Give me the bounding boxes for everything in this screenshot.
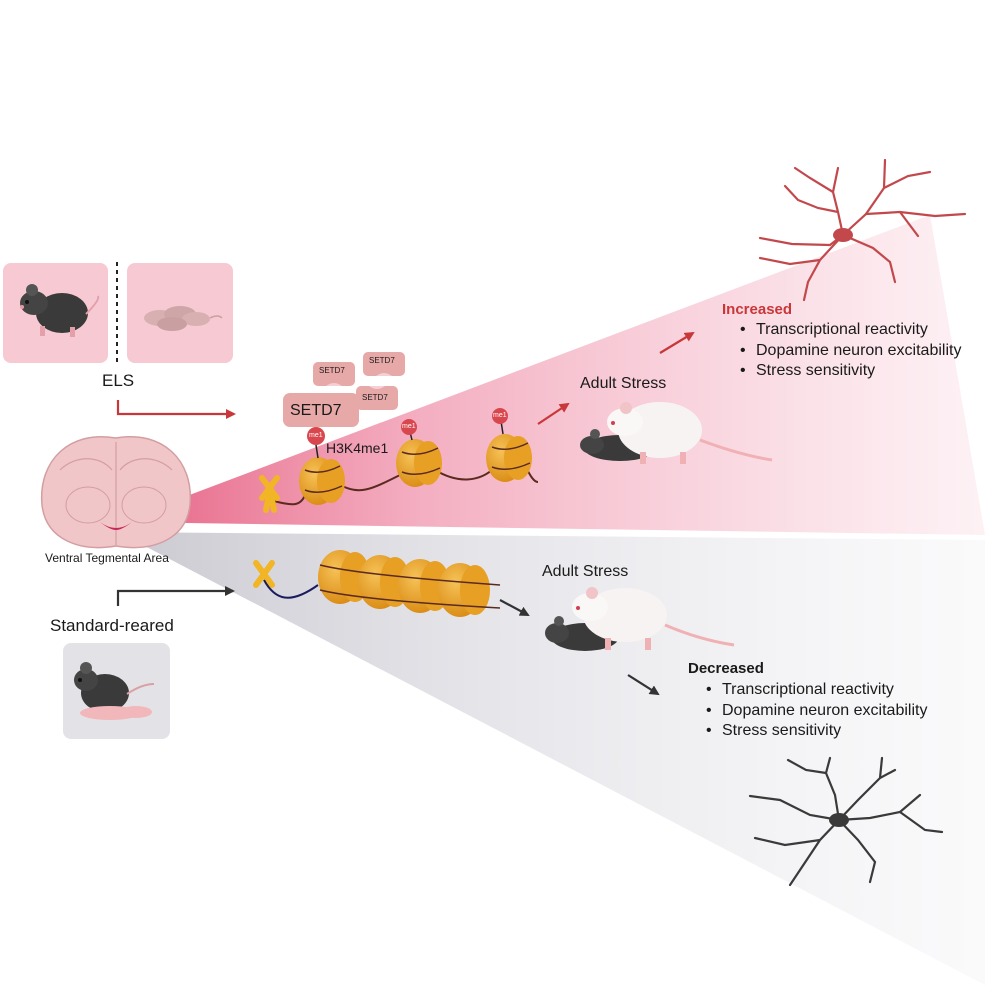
me1-mark: [307, 427, 325, 445]
list-item: Dopamine neuron excitability: [700, 701, 927, 722]
list-item: Transcriptional reactivity: [734, 320, 961, 341]
list-item: Transcriptional reactivity: [700, 680, 927, 701]
increased-heading: Increased: [722, 301, 793, 318]
list-item: Stress sensitivity: [700, 721, 927, 742]
me1-label: me1: [309, 432, 323, 439]
standard-chromosome-icon: [253, 560, 275, 588]
me1-label: me1: [402, 423, 416, 430]
histone-tail: [315, 444, 319, 459]
standard-dna: [263, 579, 319, 599]
setd7-small-label: SETD7: [362, 393, 388, 402]
increased-list: Transcriptional reactivity Dopamine neur…: [734, 320, 961, 382]
adult-stress-rats-icon: [580, 402, 773, 464]
els-chromosome-icon: [259, 475, 280, 513]
setd7-small-shape: [313, 362, 355, 386]
setd7-small-shape: [356, 386, 398, 410]
standard-mouse-icon: [74, 662, 155, 720]
els-to-stress-arrow: [537, 402, 570, 425]
els-beam: [118, 215, 985, 535]
neuron-els-icon: [758, 158, 967, 302]
dam-mouse-icon: [20, 284, 100, 337]
setd7-main-label: SETD7: [290, 402, 342, 419]
standard-arrow: [116, 586, 235, 606]
compact-nucleosomes: [318, 550, 501, 617]
standard-beam: [118, 532, 985, 985]
nucleosome: [486, 434, 532, 482]
adult-stress-standard-label: Adult Stress: [542, 563, 629, 580]
list-item: Stress sensitivity: [734, 361, 961, 382]
pups-icon: [144, 306, 223, 331]
me1-mark: [492, 408, 508, 424]
me1-mark: [401, 419, 417, 435]
neuron-standard-soma: [829, 813, 849, 827]
decreased-list: Transcriptional reactivity Dopamine neur…: [700, 680, 927, 742]
h3k4me1-label: H3K4me1: [326, 440, 389, 456]
list-item: Dopamine neuron excitability: [734, 341, 961, 362]
neuron-els-soma: [833, 228, 853, 242]
brain-region-label: Ventral Tegmental Area: [45, 551, 169, 565]
nucleosome: [299, 457, 345, 505]
els-arrow: [116, 400, 236, 419]
setd7-main-shape: [283, 393, 359, 427]
setd7-small-shape: [363, 352, 405, 376]
neuron-standard-icon: [748, 756, 944, 887]
setd7-small-label: SETD7: [369, 356, 395, 365]
adult-stress-els-label: Adult Stress: [580, 375, 667, 392]
standard-reared-label: Standard-reared: [50, 616, 174, 635]
brain-section-icon: [40, 436, 192, 549]
adult-stress-rats-icon: [545, 587, 735, 651]
stress-to-decreased-arrow: [627, 674, 660, 696]
setd7-small-label: SETD7: [319, 366, 345, 375]
standard-to-stress-arrow: [499, 599, 530, 616]
decreased-heading: Decreased: [688, 660, 764, 677]
stress-to-increased-arrow: [659, 331, 695, 354]
nucleosome: [396, 439, 442, 487]
me1-label: me1: [493, 412, 507, 419]
els-label: ELS: [102, 371, 135, 390]
